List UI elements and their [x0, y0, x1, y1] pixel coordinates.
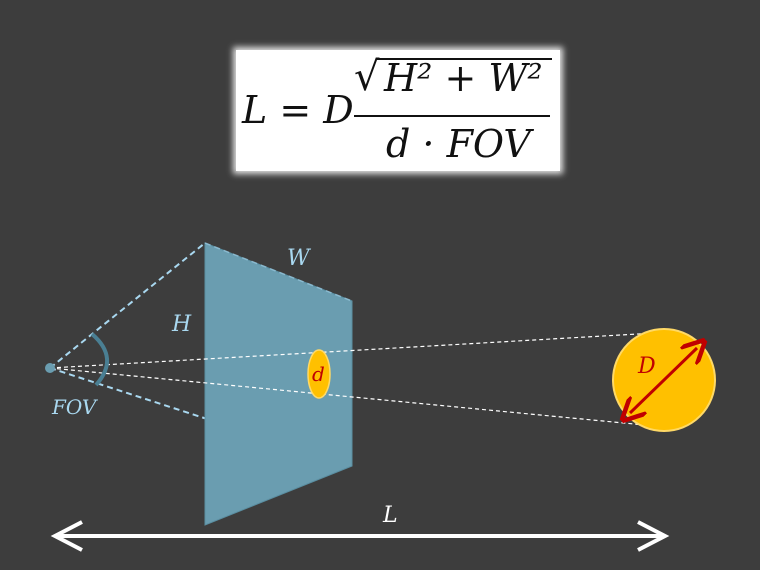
formula-box: L = D √ H² + W² d · FOV: [236, 50, 560, 171]
diameter-arrow: [630, 348, 697, 413]
label-fov: FOV: [51, 395, 99, 419]
ray-top: [49, 242, 206, 369]
fraction-bar: [354, 115, 550, 117]
label-d-big: D: [637, 354, 656, 379]
formula-numerator: H² + W²: [384, 56, 543, 100]
ray-top-tail: [204, 242, 353, 302]
formula-denominator: d · FOV: [386, 122, 531, 166]
label-w: W: [287, 246, 312, 271]
distance-arrow-right-head: [637, 520, 670, 552]
label-d-small: d: [312, 362, 325, 386]
label-h: H: [171, 312, 192, 337]
label-l: L: [382, 503, 398, 528]
fov-arc: [90, 332, 110, 387]
projected-disc: [307, 349, 331, 399]
sight-line-top: [49, 332, 656, 369]
distance-arrow-left-head: [50, 520, 83, 552]
sqrt-bar: [376, 58, 552, 60]
formula-lhs: L = D: [242, 88, 354, 132]
sqrt-symbol: √: [354, 54, 380, 100]
sight-line-bottom: [49, 367, 656, 427]
screen-plane: [204, 242, 353, 526]
eye-point: [45, 363, 55, 373]
